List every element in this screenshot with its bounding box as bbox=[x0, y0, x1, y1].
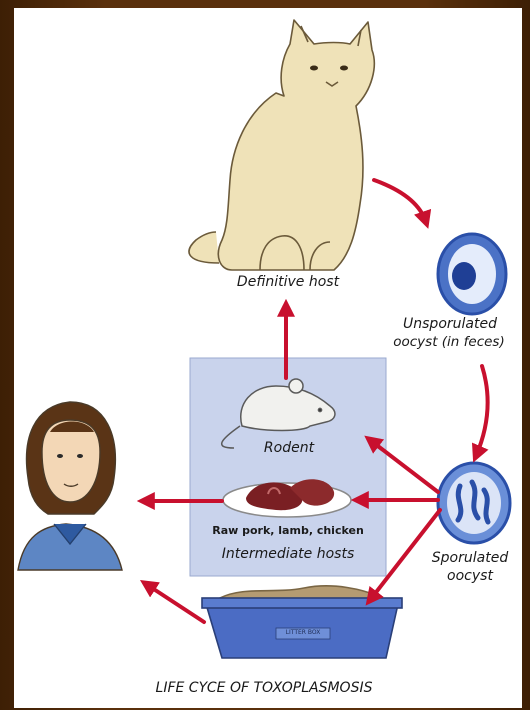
cat-illustration bbox=[189, 20, 374, 270]
arrow-unsporulated-to-sporulated bbox=[476, 366, 488, 456]
life-cycle-diagram bbox=[14, 8, 522, 708]
arrow-cat-to-unsporulated bbox=[374, 180, 426, 222]
diagram-panel: Definitive host Unsporulated oocyst (in … bbox=[14, 8, 522, 708]
rodent-label: Rodent bbox=[244, 440, 334, 456]
sporulated-oocyst-label-line2: oocyst bbox=[420, 568, 520, 584]
unsporulated-oocyst-label-line1: Unsporulated bbox=[382, 316, 518, 332]
unsporulated-oocyst-label-line2: oocyst (in feces) bbox=[378, 334, 520, 350]
woman-illustration bbox=[18, 402, 122, 570]
sporulated-oocyst-label-line1: Sporulated bbox=[420, 550, 520, 566]
raw-meat-label: Raw pork, lamb, chicken bbox=[194, 524, 382, 537]
unsporulated-oocyst-icon bbox=[438, 234, 506, 314]
arrow-litter-to-woman bbox=[146, 584, 204, 622]
definitive-host-label: Definitive host bbox=[210, 274, 366, 290]
intermediate-hosts-label: Intermediate hosts bbox=[194, 546, 382, 562]
sporulated-oocyst-icon bbox=[438, 463, 510, 543]
litter-box-text: LITTER BOX bbox=[276, 629, 330, 636]
diagram-caption: LIFE CYCE OF TOXOPLASMOSIS bbox=[94, 680, 434, 696]
